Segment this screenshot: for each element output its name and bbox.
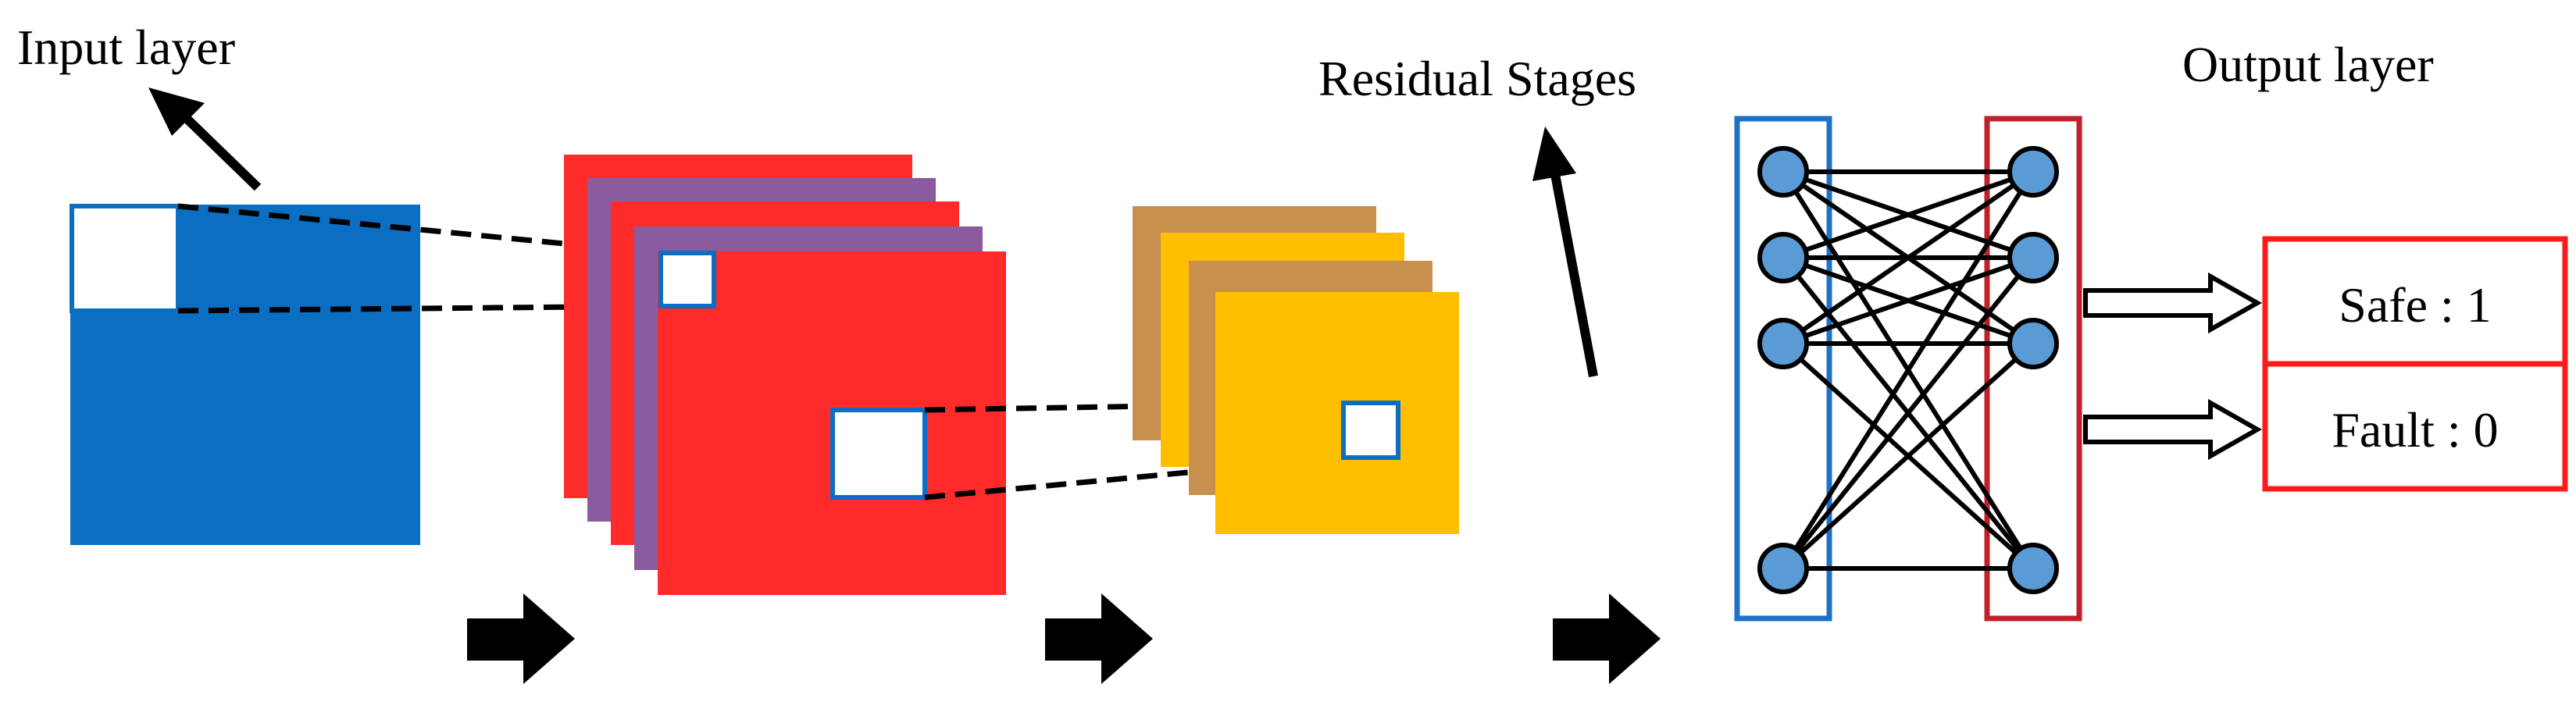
output-fault-box: [2262, 361, 2568, 492]
fc-edge: [1782, 255, 2034, 346]
output-safe-box: [2262, 236, 2568, 367]
fc-edge: [1782, 169, 2034, 260]
input-layer-arrow: [148, 87, 262, 191]
output-layer-label: Output layer: [2182, 37, 2434, 92]
hidden-node: [1757, 146, 1809, 198]
fc-edge: [1781, 341, 2035, 571]
output-safe-label: Safe : 1: [2339, 277, 2492, 333]
fc-edge: [1781, 170, 2035, 570]
flow-arrow: [467, 593, 575, 684]
residual-window: [1341, 401, 1400, 460]
residual-feature-stack: [1133, 206, 1459, 534]
fully-connected-edges: [1781, 169, 2035, 571]
output-arrow-safe: [2083, 272, 2263, 334]
hidden-node: [1757, 318, 1809, 369]
conv-receptive-window: [830, 408, 927, 500]
input-receptive-window: [70, 204, 180, 313]
output-fault-label: Fault : 0: [2332, 402, 2498, 458]
output-node: [2007, 146, 2059, 198]
output-node: [2007, 232, 2059, 283]
fc-edge: [1781, 256, 2035, 570]
input-layer-label: Input layer: [17, 20, 235, 75]
flow-arrow: [1553, 593, 1661, 684]
fc-edge: [1782, 169, 2035, 346]
output-node: [2007, 543, 2059, 594]
network-nodes: [1757, 146, 2059, 594]
hidden-node: [1757, 543, 1809, 594]
residual-stages-label: Residual Stages: [1318, 51, 1636, 106]
output-arrow-fault: [2083, 398, 2263, 461]
conv-small-window: [658, 251, 716, 308]
output-node: [2007, 318, 2059, 369]
conv-feature-stack: [564, 155, 1006, 595]
flow-arrow: [1045, 593, 1153, 684]
hidden-layer-box: [1734, 116, 1832, 622]
hidden-node: [1757, 232, 1809, 283]
residual-stages-arrow: [1532, 126, 1598, 378]
output-nodes-box: [1984, 116, 2082, 622]
